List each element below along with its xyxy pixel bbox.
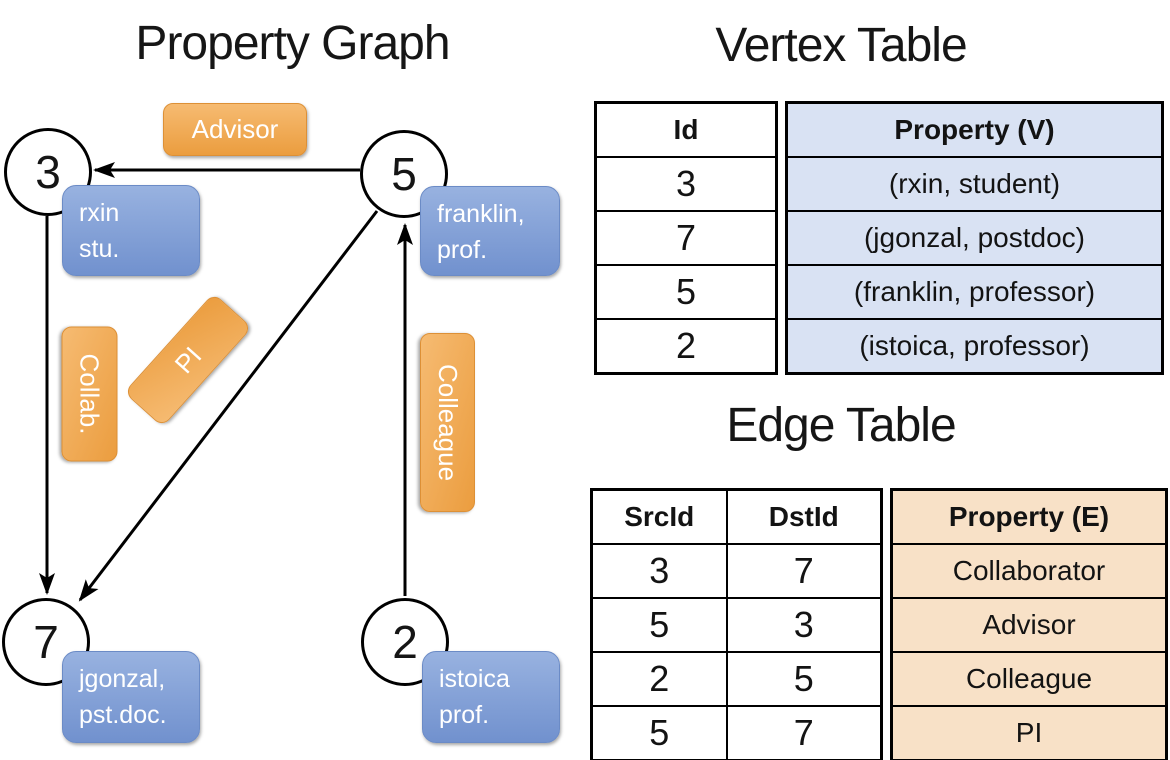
edge-label-advisor: Advisor: [163, 103, 307, 156]
edge-label-text: Colleague: [433, 363, 463, 482]
vertex-id-header: Id: [594, 101, 778, 158]
edge-property-header: Property (E): [890, 488, 1168, 545]
node-id-label: 2: [392, 616, 418, 668]
property-line: pst.doc.: [79, 701, 167, 729]
table-row: (franklin, professor): [785, 264, 1164, 320]
vertex-table: Id 3 7 5 2 Property (V) (rxin, student) …: [594, 101, 1164, 375]
property-line: jgonzal,: [79, 665, 166, 693]
table-row: 5 3: [590, 597, 883, 653]
property-line: prof.: [437, 236, 488, 264]
property-line: istoica: [439, 665, 510, 693]
edge-property-column: Property (E) Collaborator Advisor Collea…: [890, 488, 1168, 760]
table-row: 2 5: [590, 651, 883, 707]
edge-label-text: PI: [168, 340, 207, 379]
table-row: Colleague: [890, 651, 1168, 707]
node-2-property-box: istoica prof.: [422, 651, 560, 743]
table-row: (istoica, professor): [785, 318, 1164, 375]
graph-node-5: 5: [360, 130, 448, 218]
property-line: prof.: [439, 701, 490, 729]
vertex-property-header: Property (V): [785, 101, 1164, 158]
property-line: stu.: [79, 235, 120, 263]
edge-label-text: Collab.: [75, 353, 105, 435]
table-row: (jgonzal, postdoc): [785, 210, 1164, 266]
table-row: 2: [594, 318, 778, 375]
edge-pi-line: [78, 210, 379, 602]
node-id-label: 3: [35, 146, 61, 198]
table-row: 3: [594, 156, 778, 212]
property-line: rxin: [79, 199, 120, 227]
table-row: PI: [890, 705, 1168, 760]
table-row: 7: [594, 210, 778, 266]
node-3-property-box: rxin stu.: [62, 185, 200, 276]
table-row: 3 7: [590, 543, 883, 599]
edge-label-colleague: Colleague: [420, 333, 475, 512]
node-id-label: 5: [391, 148, 417, 200]
graph-edges-canvas: [39, 162, 413, 602]
edge-srcid-header: SrcId: [590, 488, 728, 545]
table-row: (rxin, student): [785, 156, 1164, 212]
property-line: franklin,: [437, 200, 525, 228]
edge-label-text: Advisor: [191, 114, 279, 144]
vertex-table-title: Vertex Table: [715, 19, 967, 72]
vertex-property-column: Property (V) (rxin, student) (jgonzal, p…: [785, 101, 1164, 375]
graph-node-2: 2: [361, 598, 449, 686]
table-row: 5: [594, 264, 778, 320]
edge-table-title: Edge Table: [726, 399, 956, 452]
table-row: 5 7: [590, 705, 883, 760]
property-graph-title: Property Graph: [135, 17, 450, 70]
node-5-property-box: franklin, prof.: [420, 186, 560, 276]
node-id-label: 7: [33, 616, 59, 668]
edge-dstid-header: DstId: [725, 488, 883, 545]
table-row: Advisor: [890, 597, 1168, 653]
edge-table: SrcId DstId 3 7 5 3 2 5 5 7 Property (E)…: [590, 488, 1168, 760]
node-7-property-box: jgonzal, pst.doc.: [62, 651, 200, 743]
vertex-id-column: Id 3 7 5 2: [594, 101, 778, 375]
edge-src-dst-columns: SrcId DstId 3 7 5 3 2 5 5 7: [590, 488, 883, 760]
table-row: Collaborator: [890, 543, 1168, 599]
edge-label-collab: Collab.: [61, 326, 118, 462]
